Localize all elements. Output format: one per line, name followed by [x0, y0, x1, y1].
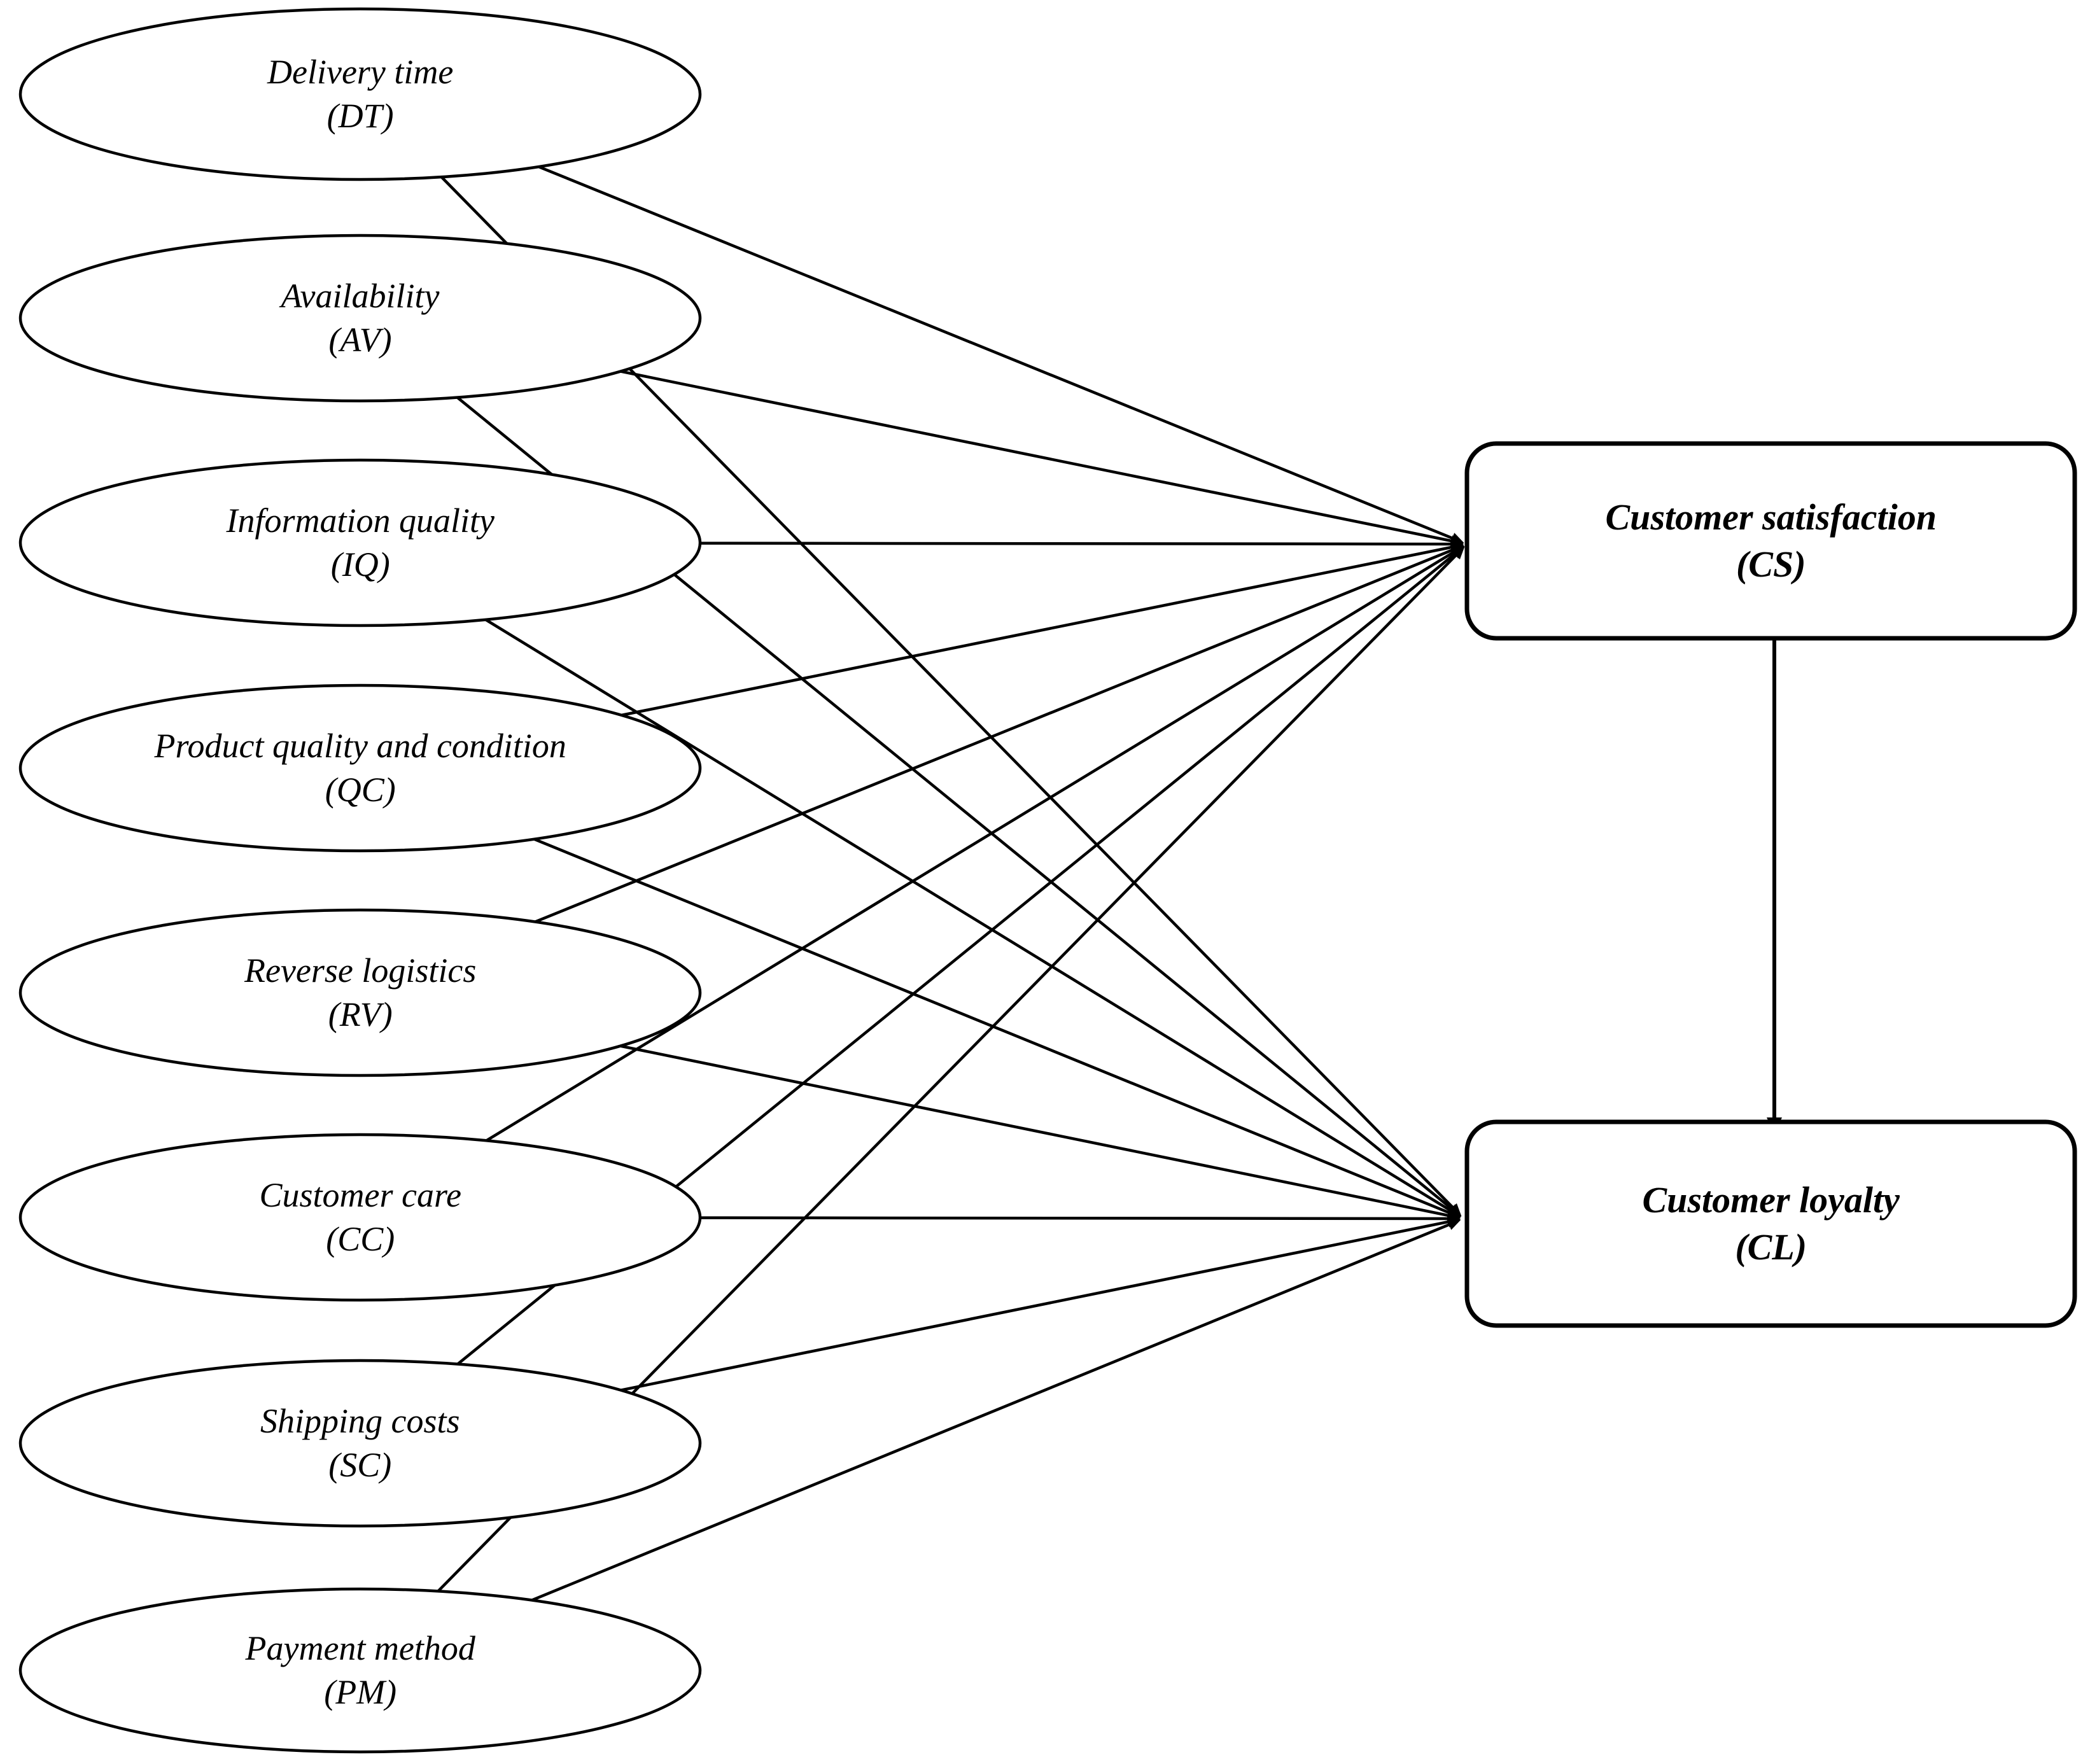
construct-ellipse-sc[interactable]	[18, 1359, 702, 1528]
edge-iq-to-cs[interactable]	[699, 538, 1464, 550]
edge-dt-to-cs[interactable]	[538, 165, 1464, 543]
construct-ellipse-rv[interactable]	[18, 908, 702, 1077]
edge-cc-to-cs[interactable]	[486, 545, 1464, 1142]
edge-av-to-cs[interactable]	[620, 370, 1464, 547]
construct-box-cl[interactable]	[1464, 1119, 2077, 1328]
construct-ellipse-dt[interactable]	[18, 7, 702, 181]
construct-ellipse-pm[interactable]	[18, 1587, 702, 1754]
edge-qc-to-cs[interactable]	[621, 542, 1464, 717]
construct-box-cs[interactable]	[1464, 441, 2077, 641]
edge-rv-to-cs[interactable]	[535, 545, 1464, 923]
relationship-edges	[437, 165, 1782, 1602]
edge-pm-to-cl[interactable]	[531, 1219, 1461, 1602]
edge-cc-to-cl[interactable]	[699, 1212, 1461, 1224]
construct-shapes	[18, 7, 2077, 1754]
edge-sc-to-cl[interactable]	[621, 1216, 1461, 1392]
construct-ellipse-cc[interactable]	[18, 1133, 702, 1302]
construct-ellipse-qc[interactable]	[18, 683, 702, 853]
edge-iq-to-cl[interactable]	[485, 618, 1461, 1217]
edge-qc-to-cl[interactable]	[533, 837, 1461, 1218]
edge-rv-to-cl[interactable]	[620, 1044, 1461, 1221]
construct-ellipse-av[interactable]	[18, 234, 702, 403]
construct-ellipse-iq[interactable]	[18, 458, 702, 627]
